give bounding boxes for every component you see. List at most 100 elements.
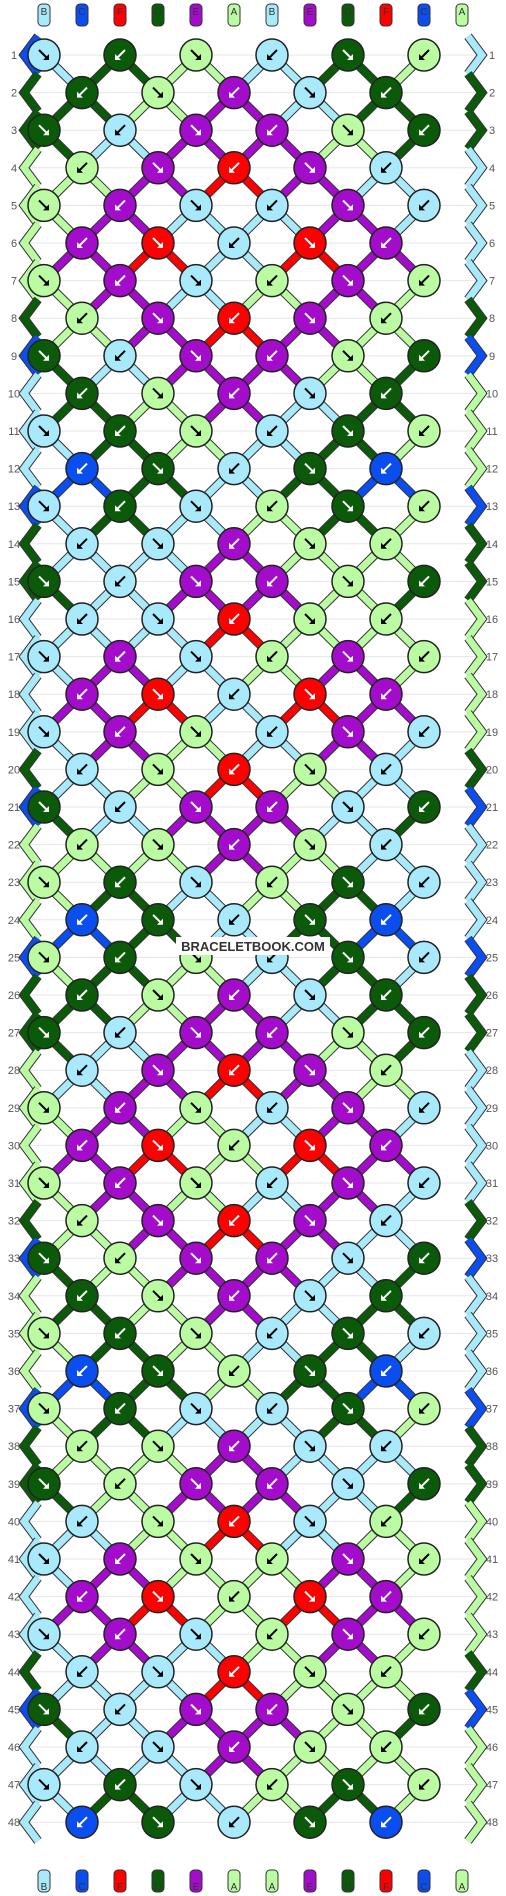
right-edge-segment <box>465 1312 487 1355</box>
watermark-group: BRACELETBOOK.COM <box>176 937 330 955</box>
knot-arrowhead <box>381 1219 387 1226</box>
top-thread-label: C <box>78 7 85 18</box>
knot-arrowhead <box>43 730 49 737</box>
knot-arrowhead <box>309 1595 315 1602</box>
row-number-right: 26 <box>486 990 498 1002</box>
row-number-right: 11 <box>486 426 497 438</box>
bottom-thread-tab <box>303 1869 317 1893</box>
row-number-right: 10 <box>486 388 498 400</box>
left-edge-segment <box>19 1425 41 1468</box>
knot-arrowhead <box>347 580 353 587</box>
knot-arrowhead <box>115 730 121 737</box>
knot-arrowhead <box>115 1783 121 1790</box>
knot-arrowhead <box>381 1370 387 1376</box>
left-edge-segment <box>19 71 41 114</box>
knot-arrowhead <box>229 542 235 549</box>
knot-arrowhead <box>267 806 273 812</box>
row-number-right: 32 <box>486 1216 498 1228</box>
knot-arrowhead <box>229 1595 235 1602</box>
right-edge-segment <box>465 861 487 904</box>
knot-arrowhead <box>347 806 353 812</box>
row-number-right: 45 <box>486 1704 498 1716</box>
right-edge-segment <box>465 1726 487 1768</box>
row-number-right: 14 <box>486 539 498 551</box>
knot-arrowhead <box>381 1069 387 1076</box>
knot-arrowhead <box>115 655 121 662</box>
bottom-thread-tab <box>189 1869 203 1893</box>
knot-arrowhead <box>381 1520 387 1527</box>
knot-arrowhead <box>43 1332 49 1339</box>
knot-arrowhead <box>267 881 273 888</box>
bottom-thread-label: C <box>420 1882 427 1893</box>
bottom-thread-label: D <box>154 1882 161 1893</box>
knot-arrowhead <box>77 1069 83 1076</box>
top-thread-label: A <box>459 7 466 18</box>
row-number-left: 8 <box>11 313 17 325</box>
knot-arrowhead <box>267 1407 273 1414</box>
top-thread-tab <box>113 3 127 27</box>
knot-arrowhead <box>195 129 201 136</box>
knot-arrowhead <box>381 1746 387 1752</box>
row-number-right: 3 <box>489 125 495 137</box>
knot-arrowhead <box>419 1783 425 1790</box>
knot-arrowhead <box>419 430 425 436</box>
knot-arrowhead <box>381 918 387 925</box>
knot-arrowhead <box>195 1633 201 1640</box>
top-thread-label: F <box>383 7 389 18</box>
row-number-left: 35 <box>8 1328 20 1340</box>
row-number-left: 34 <box>8 1291 20 1303</box>
top-thread-tab <box>379 3 393 27</box>
row-number-right: 23 <box>486 877 498 889</box>
right-edge-segment <box>465 1199 487 1242</box>
knot-arrowhead <box>347 54 353 60</box>
knot-arrowhead <box>381 1144 387 1151</box>
knot-arrowhead <box>381 693 387 700</box>
left-edge-segment <box>19 297 41 340</box>
right-edge-segment <box>465 748 487 791</box>
knot-arrowhead <box>77 1294 83 1301</box>
row-number-right: 29 <box>486 1103 498 1115</box>
right-edge-segment <box>465 372 487 415</box>
right-edge-segment <box>465 1124 487 1167</box>
knot-arrowhead <box>419 54 425 60</box>
left-edge-segment <box>19 748 41 791</box>
right-edge-segment <box>465 1613 487 1656</box>
knot-arrowhead <box>267 129 273 136</box>
knot-arrowhead <box>267 1182 273 1188</box>
knot-arrowhead <box>381 1670 387 1677</box>
knot-arrowhead <box>229 1294 235 1301</box>
row-number-right: 2 <box>489 88 495 100</box>
knot-arrowhead <box>43 1407 49 1414</box>
knot-arrowhead <box>381 467 387 474</box>
row-number-left: 39 <box>8 1479 20 1491</box>
knot-arrowhead <box>229 467 235 474</box>
row-number-left: 38 <box>8 1441 20 1453</box>
knot-arrowhead <box>419 129 425 136</box>
knot-arrowhead <box>347 354 353 361</box>
knot-arrowhead <box>43 129 49 136</box>
knot-arrowhead <box>157 166 163 173</box>
top-thread-tab <box>417 3 431 27</box>
knot-arrowhead <box>77 1144 83 1151</box>
bottom-thread-label: B <box>41 1882 48 1893</box>
knot-arrowhead <box>157 1821 163 1828</box>
top-thread-label: A <box>231 7 238 18</box>
right-edge-segment <box>465 1650 487 1693</box>
knot-arrowhead <box>267 956 273 963</box>
knot-arrowhead <box>77 1821 83 1828</box>
knot-arrowhead <box>157 1595 163 1602</box>
knot-arrowhead <box>43 1558 49 1564</box>
row-number-left: 9 <box>11 351 17 363</box>
right-edge-segment <box>465 823 487 866</box>
knot-arrowhead <box>115 1257 121 1264</box>
right-edge-segment <box>465 1688 487 1731</box>
knot-arrowhead <box>267 1482 273 1489</box>
right-edge-segment <box>465 1575 487 1618</box>
bottom-thread-label: E <box>307 1882 314 1893</box>
knots <box>27 38 441 1839</box>
knot-arrowhead <box>157 1370 163 1376</box>
row-number-right: 43 <box>486 1629 498 1641</box>
bottom-thread-tab <box>227 1869 241 1893</box>
knot-arrowhead <box>195 1407 201 1414</box>
right-edge-segment <box>465 1425 487 1468</box>
